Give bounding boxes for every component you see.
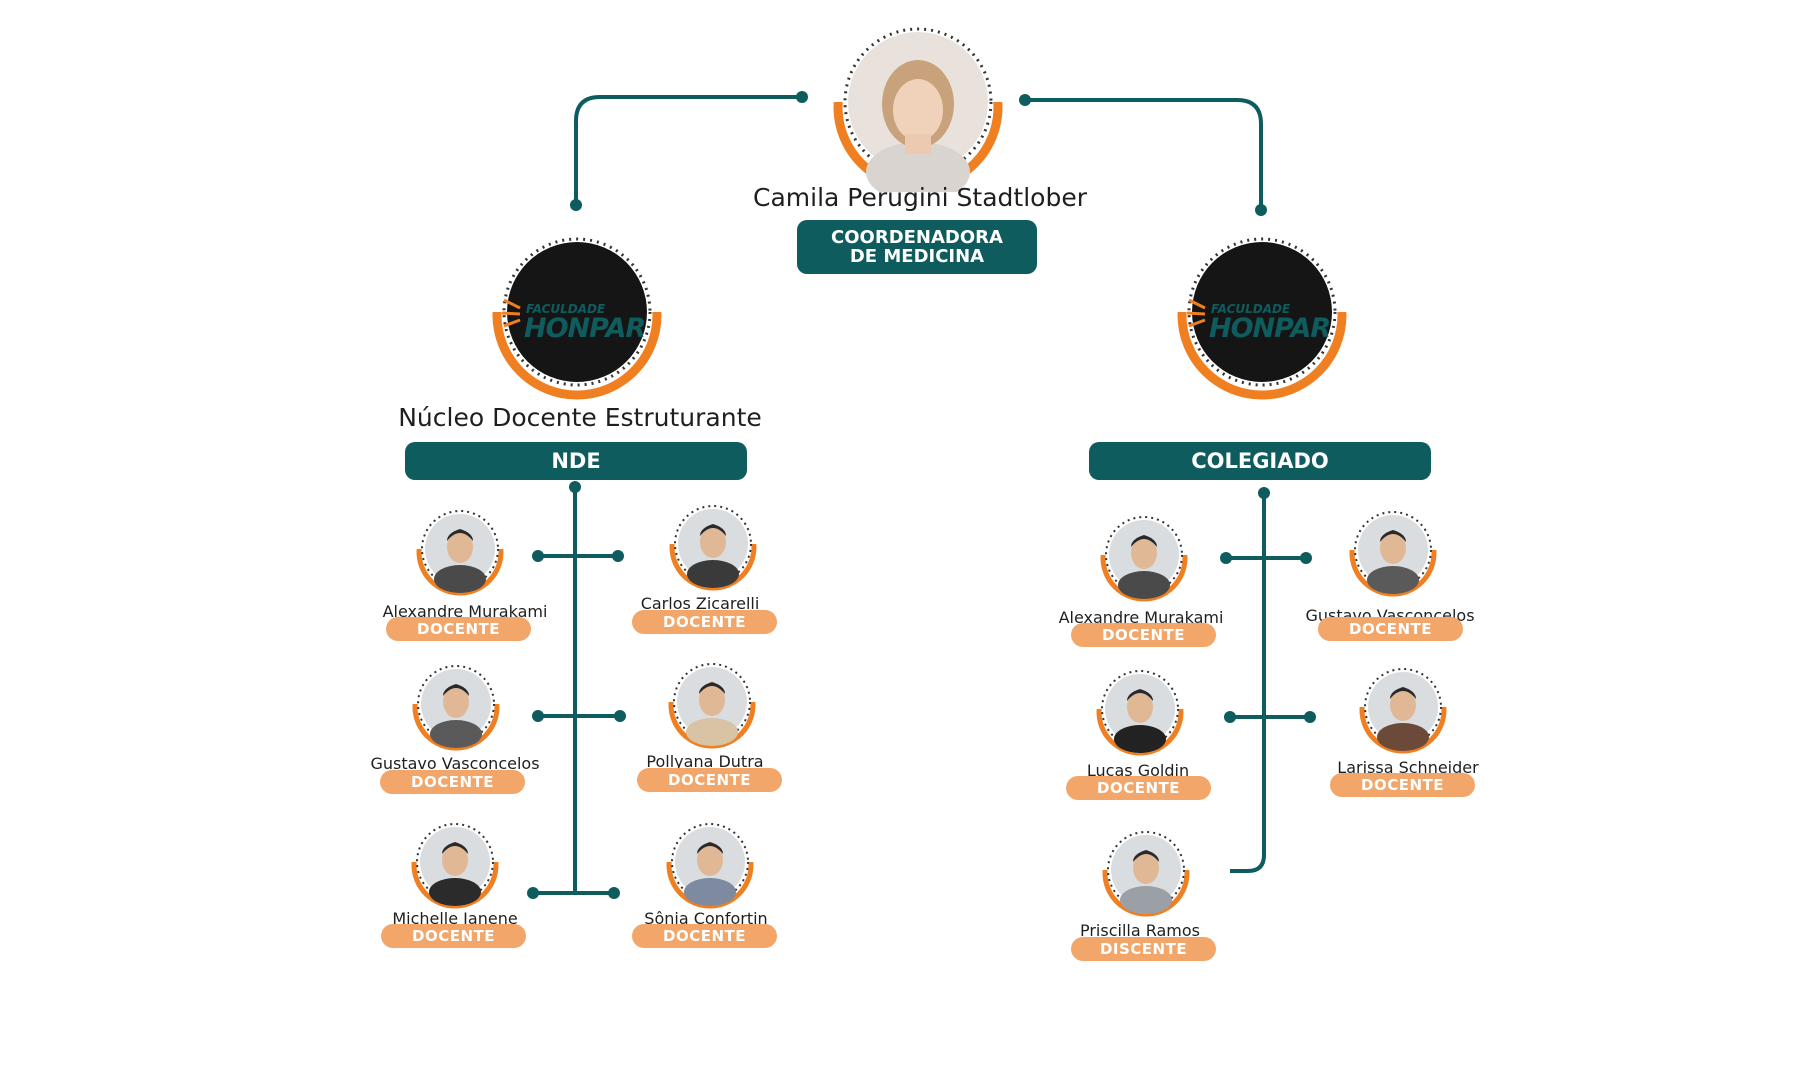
member-role-badge: DOCENTE [1330,773,1475,797]
logo-line-1: FACULDADE [526,302,606,316]
logo-line-1: FACULDADE [1211,302,1291,316]
member-role-badge: DOCENTE [381,924,526,948]
member-role-badge: DOCENTE [386,617,531,641]
member-role-badge: DOCENTE [380,770,525,794]
role-line-1: COORDENADORA [831,227,1003,248]
member-role-badge: DISCENTE [1071,937,1216,961]
member-avatar [1348,508,1438,598]
logo-line-2: HONPAR [1209,313,1331,344]
member-name: Priscilla Ramos [1079,921,1201,940]
member-avatar [667,660,757,750]
member-role-badge: DOCENTE [1066,776,1211,800]
member-name: Alexandre Murakami [1058,608,1224,627]
member-avatar [1358,665,1448,755]
member-name: Michelle Janene [392,909,518,928]
colegiado-label-bar: COLEGIADO [1089,442,1431,480]
member-avatar [665,820,755,910]
member-avatar [1095,667,1185,757]
member-name: Carlos Zicarelli [640,594,760,613]
member-role-badge: DOCENTE [632,610,777,634]
nde-title: Núcleo Docente Estruturante [398,403,762,432]
member-avatar [1101,828,1191,918]
member-avatar [410,820,500,910]
member-role-badge: DOCENTE [1071,623,1216,647]
honpar-logo-left: FACULDADE HONPAR [492,230,662,400]
member-avatar [411,662,501,752]
member-name: Alexandre Murakami [382,602,548,621]
member-avatar [1099,513,1189,603]
honpar-logo-right: FACULDADE HONPAR [1177,230,1347,400]
member-role-badge: DOCENTE [637,768,782,792]
member-name: Sônia Confortin [644,909,768,928]
member-name: Lucas Goldin [1086,761,1190,780]
coordinator-avatar [833,22,1003,202]
member-avatar [415,507,505,597]
member-role-badge: DOCENTE [1318,617,1463,641]
nde-label-bar: NDE [405,442,747,480]
member-avatar [668,502,758,592]
member-name: Larissa Schneider [1337,758,1479,777]
role-line-2: DE MEDICINA [849,246,985,267]
member-name: Gustavo Vasconcelos [370,754,540,773]
coordinator-role-badge: COORDENADORA DE MEDICINA [797,220,1037,274]
coordinator-name: Camila Perugini Stadtlober [753,183,1087,212]
member-role-badge: DOCENTE [632,924,777,948]
member-name: Pollyana Dutra [646,752,764,771]
logo-line-2: HONPAR [524,313,646,344]
